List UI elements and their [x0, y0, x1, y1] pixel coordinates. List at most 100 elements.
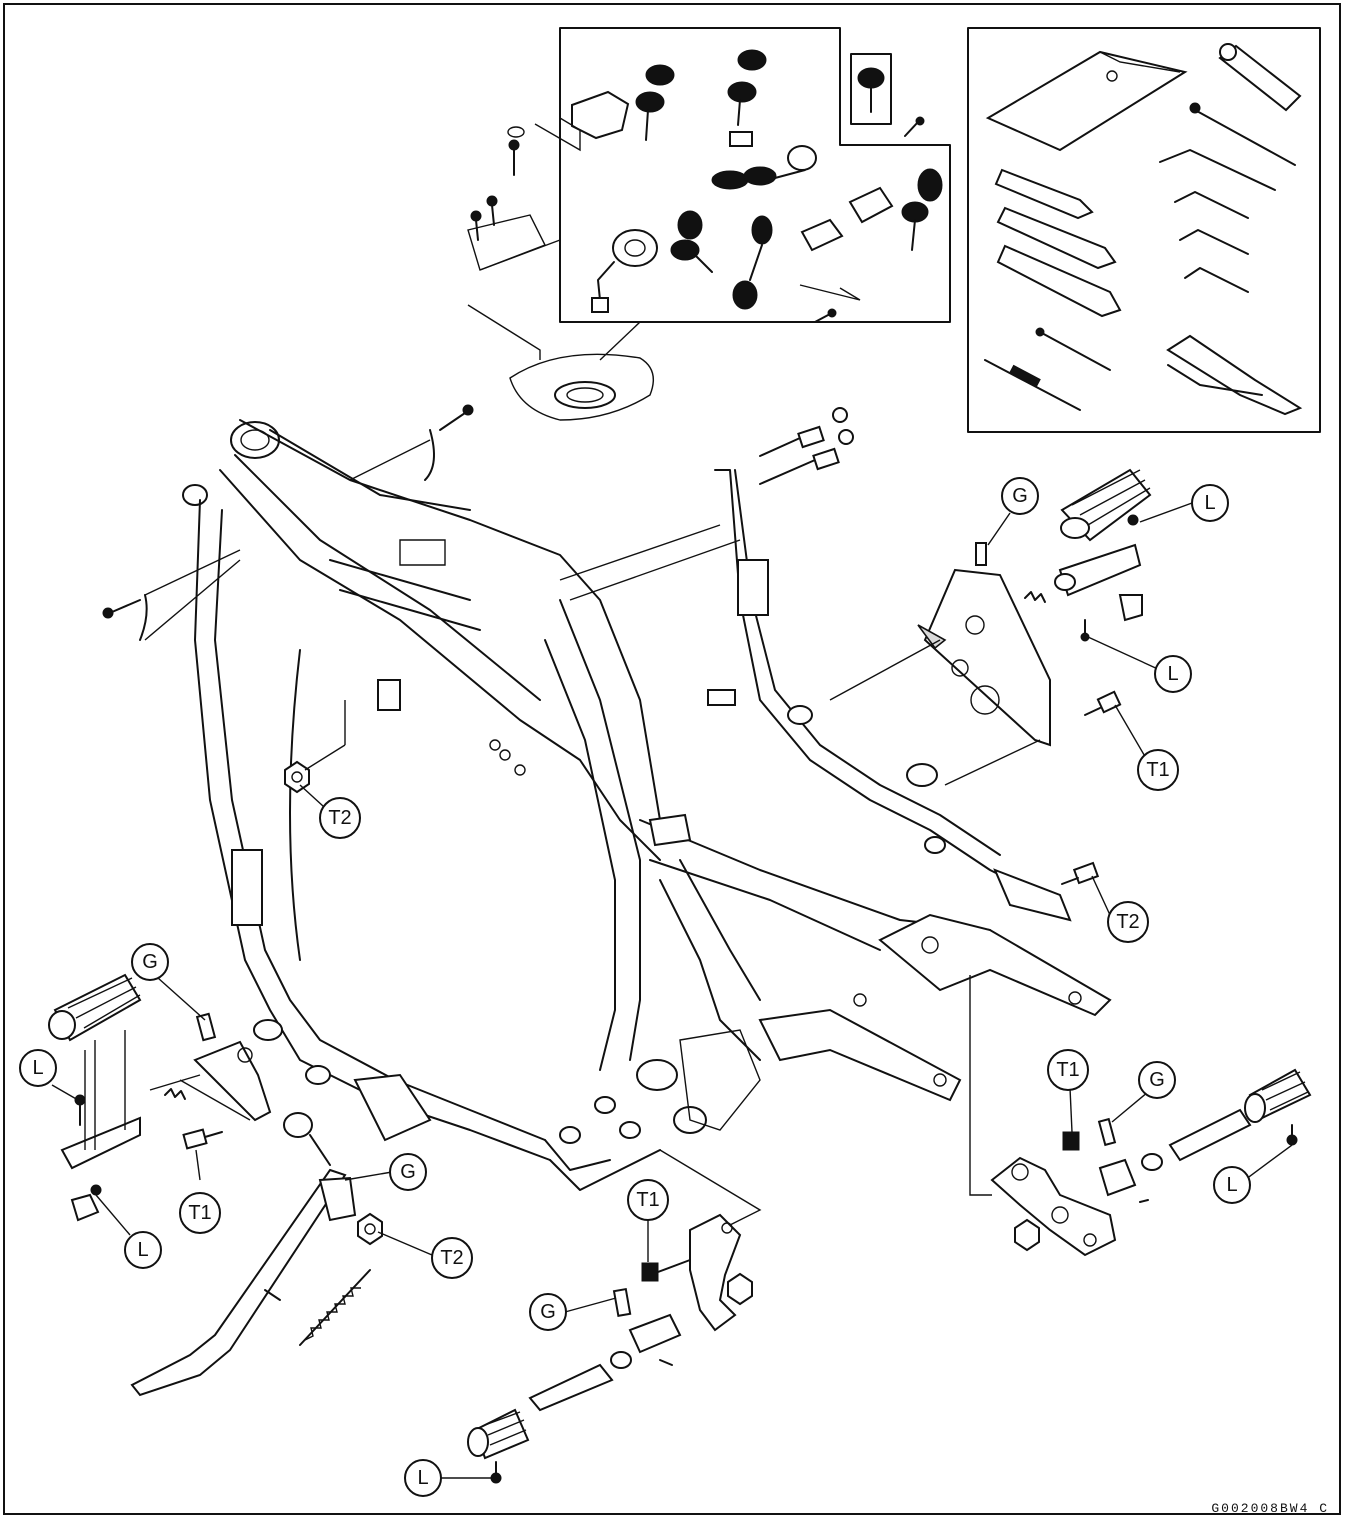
shift-pedal-bracket-icon [659, 1149, 762, 1332]
open-end-wrench-icon [996, 206, 1117, 270]
callout-t1: T1 [179, 1192, 221, 1234]
screw-icon [508, 139, 520, 176]
callout-g: G [131, 943, 169, 981]
clevis-icon [1098, 1158, 1137, 1197]
key-pair-icon [711, 166, 806, 190]
svg-text:L: L [417, 1467, 428, 1489]
callout-t1: T1 [1137, 749, 1179, 791]
svg-text:T2: T2 [440, 1247, 463, 1269]
open-end-wrench-icon [996, 244, 1122, 318]
nut-icon [727, 1272, 753, 1306]
screw-icon [904, 116, 925, 137]
nut-icon [357, 1212, 383, 1246]
rear-subframe-icon [707, 469, 1072, 922]
left-footpeg-rubber-icon [48, 973, 142, 1042]
bracket-icon [467, 214, 546, 271]
screwdriver-icon [984, 359, 1081, 411]
callout-g: G [529, 1293, 567, 1331]
key-pair-icon [901, 168, 943, 251]
footpeg-rubber-icon [1244, 1068, 1312, 1123]
spring-icon [299, 1269, 371, 1346]
svg-text:T2: T2 [328, 807, 351, 829]
washer-icon [507, 126, 525, 138]
lock-cylinder-icon [729, 131, 753, 147]
rear-frame-plate-icon [758, 1008, 962, 1102]
screw-icon [486, 195, 498, 226]
svg-text:G: G [142, 951, 158, 973]
extension-bar-icon [1189, 102, 1296, 166]
right-footpeg-bracket-icon [829, 568, 1051, 786]
hex-key-icon [1159, 149, 1276, 191]
footpeg-icon [60, 1116, 141, 1170]
screw-icon [814, 308, 837, 323]
svg-text:G: G [1012, 485, 1028, 507]
nut-icon [1014, 1218, 1040, 1252]
callout-g: G [1138, 1061, 1176, 1099]
key-pair-icon [670, 210, 713, 273]
screwdriver-icon [1035, 327, 1111, 371]
pin-icon [195, 1012, 217, 1042]
callout-t1: T1 [1047, 1049, 1089, 1091]
svg-text:G: G [400, 1161, 416, 1183]
bolt-icon [1061, 861, 1100, 885]
key-tag-icon [850, 53, 892, 125]
svg-text:G: G [1149, 1069, 1165, 1091]
left-footpeg-bracket-icon [149, 1040, 272, 1122]
callout-l: L [19, 1049, 57, 1087]
nut-icon [832, 407, 848, 423]
spring-icon [1024, 591, 1046, 603]
bracket-icon [848, 186, 894, 224]
svg-text:T2: T2 [1116, 911, 1139, 933]
pliers-icon [1166, 334, 1303, 416]
footpeg-rubber-icon [467, 1408, 530, 1460]
ignition-switch-icon [591, 229, 658, 313]
rear-frame-plate-icon [878, 913, 1112, 1017]
svg-text:T1: T1 [188, 1202, 211, 1224]
cable-guide-icon [424, 404, 474, 481]
figure-code-label: G002008BW4 C [1211, 1501, 1329, 1516]
callout-g: G [1001, 477, 1039, 515]
callout-t2: T2 [319, 797, 361, 839]
callout-l: L [124, 1231, 162, 1269]
callout-t1: T1 [627, 1179, 669, 1221]
bolt-icon [641, 1259, 691, 1282]
rear-footpeg-bracket-icon [969, 975, 1117, 1257]
nut-icon [838, 429, 854, 445]
bolt-icon [182, 1128, 223, 1150]
fuel-tank-cap-icon [509, 353, 654, 421]
tool-bag-icon [985, 50, 1188, 152]
callout-t2: T2 [1107, 901, 1149, 943]
cable-guide-icon [102, 594, 148, 641]
open-end-wrench-icon [994, 168, 1094, 220]
seat-lock-icon [787, 145, 817, 171]
screw-icon [470, 210, 482, 241]
footpeg-rubber-icon [1060, 468, 1152, 542]
pin-icon [975, 542, 987, 566]
key-pair-icon [727, 49, 767, 126]
callout-l: L [1213, 1166, 1251, 1204]
callout-l: L [404, 1459, 442, 1497]
key-pair-icon [732, 215, 773, 310]
steering-head-icon [230, 421, 280, 459]
bolt-icon [1062, 1131, 1080, 1151]
svg-text:L: L [1226, 1174, 1237, 1196]
svg-text:L: L [1204, 492, 1215, 514]
svg-text:L: L [32, 1057, 43, 1079]
svg-text:T1: T1 [1056, 1059, 1079, 1081]
pin-icon [1097, 1117, 1117, 1147]
svg-text:T1: T1 [1146, 759, 1169, 781]
callout-t2: T2 [431, 1237, 473, 1279]
bolt-icon [759, 447, 840, 485]
svg-text:L: L [137, 1239, 148, 1261]
clevis-icon [628, 1313, 682, 1354]
svg-text:T1: T1 [636, 1189, 659, 1211]
side-stand-icon [130, 1112, 357, 1397]
svg-text:G: G [540, 1301, 556, 1323]
callout-l: L [1154, 655, 1192, 693]
key-lock-set-group [467, 27, 951, 361]
spring-icon [164, 1088, 186, 1100]
spark-plug-wrench-icon [1218, 43, 1302, 112]
nut-icon [284, 700, 346, 794]
